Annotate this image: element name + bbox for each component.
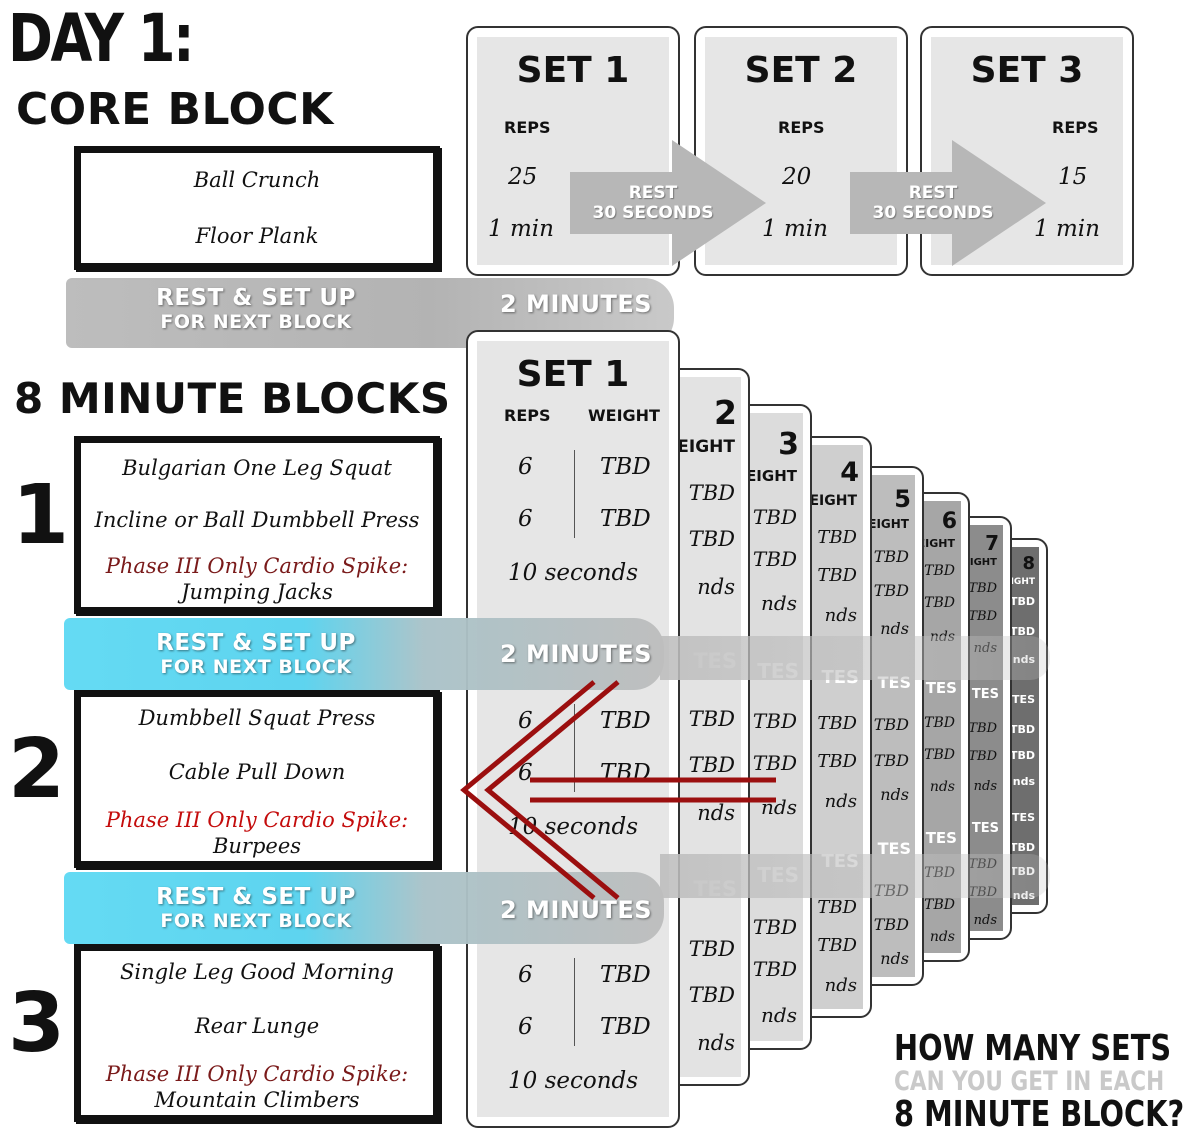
block3-exercise: Single Leg Good Morning xyxy=(120,960,394,984)
minute-blocks-title: 8 MINUTE BLOCKS xyxy=(14,374,451,423)
block1-exercise: Incline or Ball Dumbbell Press xyxy=(94,508,420,532)
block3-spike-duration: 10 seconds xyxy=(508,1068,639,1094)
core-rest-label: REST & SET UP FOR NEXT BLOCK xyxy=(156,285,356,333)
column-divider xyxy=(574,704,575,792)
block3-spike-label: Phase III Only Cardio Spike: xyxy=(105,1062,409,1086)
block1-spike-label: Phase III Only Cardio Spike: xyxy=(105,554,409,578)
block2-exercise: Dumbbell Squat Press xyxy=(138,706,376,730)
reps-label: REPS xyxy=(504,406,551,425)
block3-exercise: Rear Lunge xyxy=(194,1014,320,1038)
column-divider xyxy=(574,958,575,1046)
core-exercise: Floor Plank xyxy=(195,224,319,248)
reps-value: 20 xyxy=(782,164,812,190)
block2-spike-exercise: Burpees xyxy=(212,834,302,858)
block2-reps: 6 xyxy=(518,708,533,734)
block1-rest-label: REST & SET UP FOR NEXT BLOCK xyxy=(156,630,356,678)
block3-spike-exercise: Mountain Climbers xyxy=(154,1088,360,1112)
reps-label: REPS xyxy=(1052,118,1099,137)
block2-spike-label: Phase III Only Cardio Spike: xyxy=(105,808,409,832)
reps-value: 15 xyxy=(1058,164,1088,190)
core-exercise: Ball Crunch xyxy=(193,168,321,192)
block2-reps: 6 xyxy=(518,760,533,786)
block1-exercise-box: Bulgarian One Leg Squat Incline or Ball … xyxy=(74,436,440,614)
reps-value: 25 xyxy=(508,164,538,190)
block2-weight: TBD xyxy=(600,708,651,734)
rest-banner-tail xyxy=(660,636,1050,680)
set-title: SET 2 xyxy=(744,50,858,91)
rest-arrow-icon xyxy=(850,140,1046,266)
question-line1: HOW MANY SETS xyxy=(894,1028,1172,1069)
block2-exercise: Cable Pull Down xyxy=(168,760,346,784)
rest-arrow-icon xyxy=(570,140,766,266)
core-set-card: SET 2 REPS 20 1 min xyxy=(694,26,908,276)
block1-weight: TBD xyxy=(600,454,651,480)
set-title: SET 3 xyxy=(970,50,1084,91)
block3-exercise-box: Single Leg Good Morning Rear Lunge Phase… xyxy=(74,944,440,1122)
weight-label: WEIGHT xyxy=(588,406,660,425)
block1-exercise: Bulgarian One Leg Squat xyxy=(122,456,392,480)
return-arrow-icon xyxy=(460,680,776,900)
block3-reps: 6 xyxy=(518,962,533,988)
rest-arrow-label: REST 30 SECONDS xyxy=(592,183,714,223)
set-title: SET 1 xyxy=(516,354,630,395)
core-block-title: CORE BLOCK xyxy=(16,84,334,135)
set-duration: 1 min xyxy=(488,216,554,242)
core-rest-duration: 2 MINUTES xyxy=(500,290,652,318)
block-number: 2 xyxy=(8,722,66,817)
reps-label: REPS xyxy=(504,118,551,137)
rest-banner-tail xyxy=(660,854,1050,898)
core-exercise-box: Ball Crunch Floor Plank xyxy=(74,146,440,270)
block3-weight: TBD xyxy=(600,1014,651,1040)
set-duration: 1 min xyxy=(1034,216,1100,242)
day-title: DAY 1: xyxy=(8,0,195,77)
block3-weight: TBD xyxy=(600,962,651,988)
block3-reps: 6 xyxy=(518,1014,533,1040)
column-divider xyxy=(574,450,575,538)
block-number: 1 xyxy=(12,468,70,563)
block1-reps: 6 xyxy=(518,454,533,480)
block-set-card: SET 1 REPS WEIGHT 6 TBD 6 TBD 10 seconds… xyxy=(466,330,680,1128)
question-line2: CAN YOU GET IN EACH xyxy=(894,1066,1165,1097)
block2-rest-label: REST & SET UP FOR NEXT BLOCK xyxy=(156,884,356,932)
block1-weight: TBD xyxy=(600,506,651,532)
block2-rest-banner xyxy=(64,872,664,944)
block1-rest-duration: 2 MINUTES xyxy=(500,640,652,668)
block-number: 3 xyxy=(8,976,66,1071)
set-duration: 1 min xyxy=(762,216,828,242)
block1-reps: 6 xyxy=(518,506,533,532)
set-title: SET 1 xyxy=(516,50,630,91)
question-text: HOW MANY SETS CAN YOU GET IN EACH 8 MINU… xyxy=(834,1028,1184,1135)
rest-arrow-label: REST 30 SECONDS xyxy=(872,183,994,223)
block1-rest-banner xyxy=(64,618,664,690)
reps-label: REPS xyxy=(778,118,825,137)
block2-rest-duration: 2 MINUTES xyxy=(500,896,652,924)
block1-spike-exercise: Jumping Jacks xyxy=(181,580,333,604)
block1-spike-duration: 10 seconds xyxy=(508,560,639,586)
block2-exercise-box: Dumbbell Squat Press Cable Pull Down Pha… xyxy=(74,690,440,868)
question-line3: 8 MINUTE BLOCK? xyxy=(894,1094,1184,1135)
